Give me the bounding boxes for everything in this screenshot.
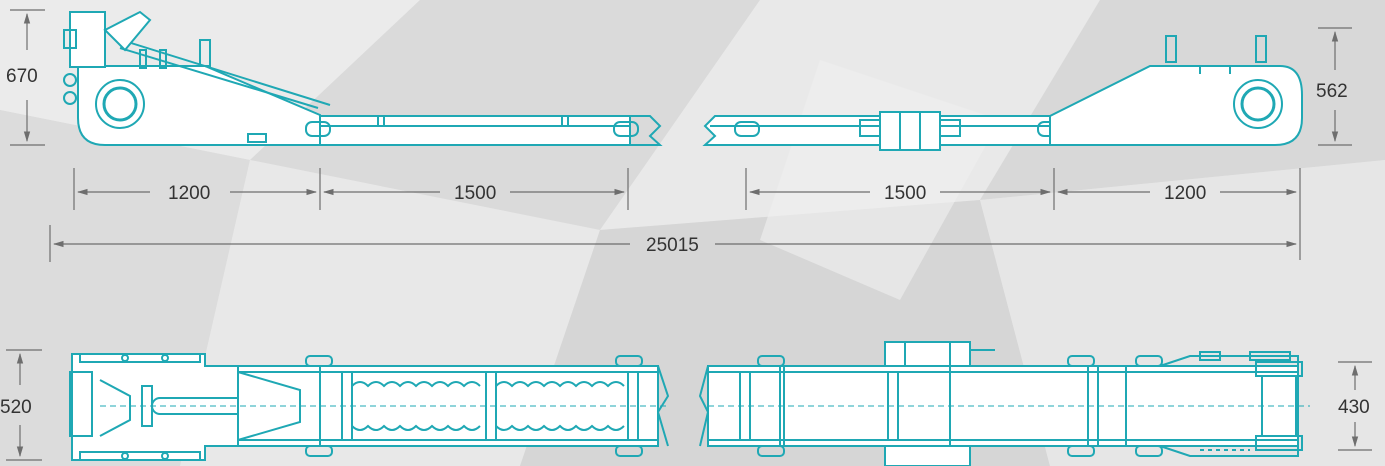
dim-plan-width-left: 520 xyxy=(0,397,32,418)
dim-total-length: 25015 xyxy=(646,235,699,256)
plan-view-left-section xyxy=(69,353,670,461)
dim-side-height-left: 670 xyxy=(6,66,38,87)
dim-plan-width-right: 430 xyxy=(1338,397,1370,418)
dim-side-height-right: 562 xyxy=(1316,81,1348,102)
side-view-right-section xyxy=(702,35,1303,151)
dim-left-1500: 1500 xyxy=(454,183,496,204)
dim-right-1500: 1500 xyxy=(884,183,926,204)
plan-view-right-section xyxy=(698,341,1310,466)
side-view-dimensions xyxy=(10,9,1352,262)
plan-view-dimensions xyxy=(6,349,1372,461)
dim-right-1200: 1200 xyxy=(1164,183,1206,204)
side-view-left-section xyxy=(63,10,663,146)
dim-left-1200: 1200 xyxy=(168,183,210,204)
